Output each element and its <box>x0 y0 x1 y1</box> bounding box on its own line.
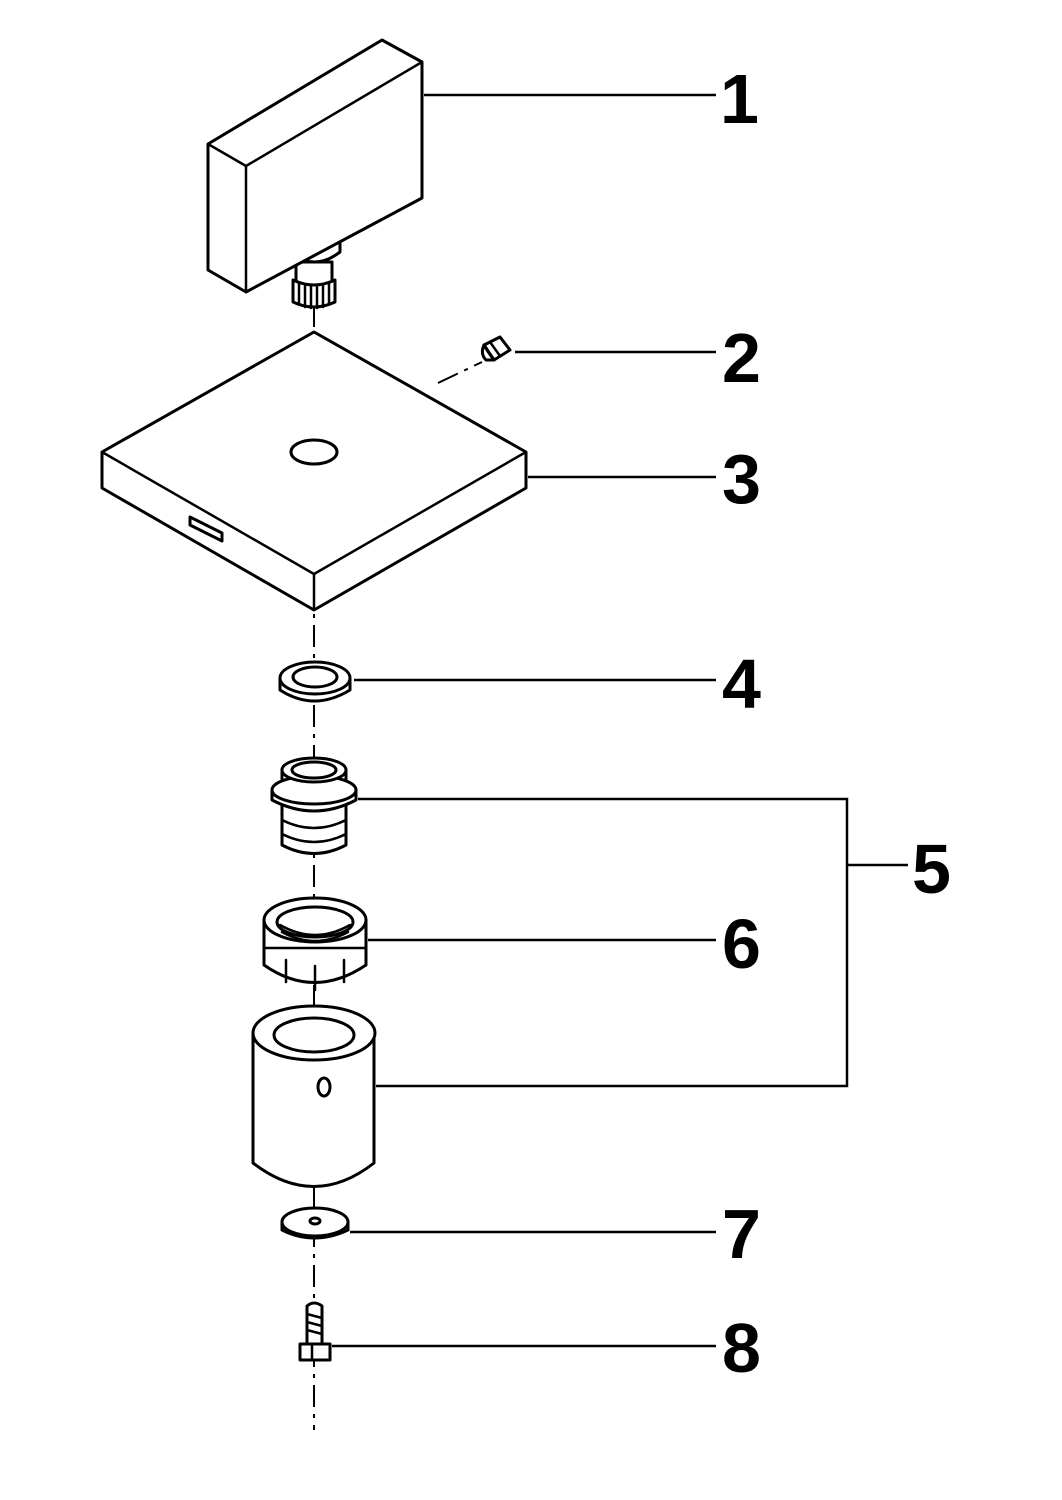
plate-part-3 <box>100 330 528 612</box>
screw-part-8 <box>298 1301 332 1362</box>
washer-part-7 <box>280 1206 350 1240</box>
callout-7: 7 <box>722 1195 761 1273</box>
callout-8: 8 <box>722 1309 761 1387</box>
washer-part-4 <box>278 660 352 703</box>
callout-2: 2 <box>722 319 761 397</box>
callout-4: 4 <box>722 645 761 723</box>
callout-5: 5 <box>912 830 951 908</box>
callout-3: 3 <box>722 440 761 518</box>
set-screw-axis <box>437 361 483 384</box>
callout-1: 1 <box>720 60 759 138</box>
adapter-part-5 <box>270 756 358 855</box>
leader-5-bracket <box>358 797 849 1088</box>
set-screw-part-2 <box>480 335 512 362</box>
nut-part-6 <box>262 896 368 992</box>
sleeve-part-5 <box>251 1004 377 1188</box>
handle-part-1 <box>206 38 424 310</box>
callout-6: 6 <box>722 905 761 983</box>
